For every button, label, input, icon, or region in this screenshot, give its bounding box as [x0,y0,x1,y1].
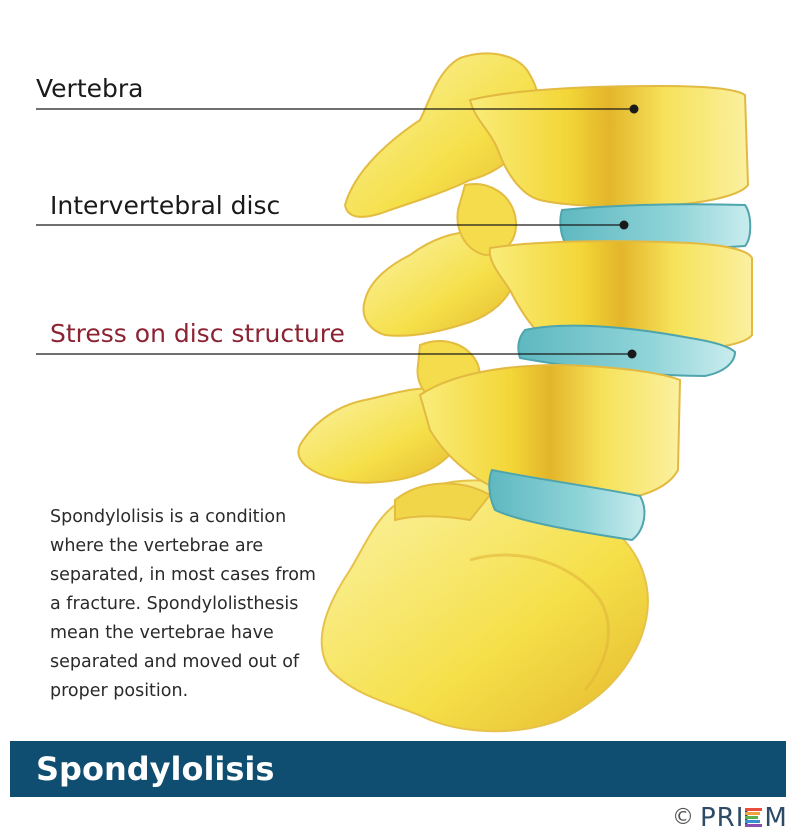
brand-prefix: PRI [700,803,745,833]
description-line: separated and moved out of [50,652,300,672]
description-line: proper position. [50,681,189,701]
description-line: a fracture. Spondylolisthesis [50,594,299,614]
disc-3 [488,468,646,542]
description-text: Spondylolisis is a condition where the v… [50,503,330,706]
page-title: Spondylolisis [36,750,275,788]
leader-line-disc [36,220,629,230]
description-line: mean the vertebrae have [50,623,274,643]
brand-logo: PRI M [700,804,788,832]
disc-2 [517,324,737,378]
description-line: Spondylolisis is a condition [50,507,287,527]
description-line: separated, in most cases from [50,565,316,585]
vertebral-body-1 [468,84,750,208]
leader-line-vertebra [36,104,639,114]
leader-line-stress [36,349,637,359]
brand-suffix: M [764,803,788,833]
description-line: where the vertebrae are [50,536,264,556]
brand-e-icon [745,808,763,827]
title-banner: Spondylolisis [10,741,786,797]
intervertebral-disc-label: Intervertebral disc [50,191,281,220]
stress-label: Stress on disc structure [50,319,345,348]
copyright-symbol: © [672,805,694,830]
vertebra-label: Vertebra [36,74,144,103]
